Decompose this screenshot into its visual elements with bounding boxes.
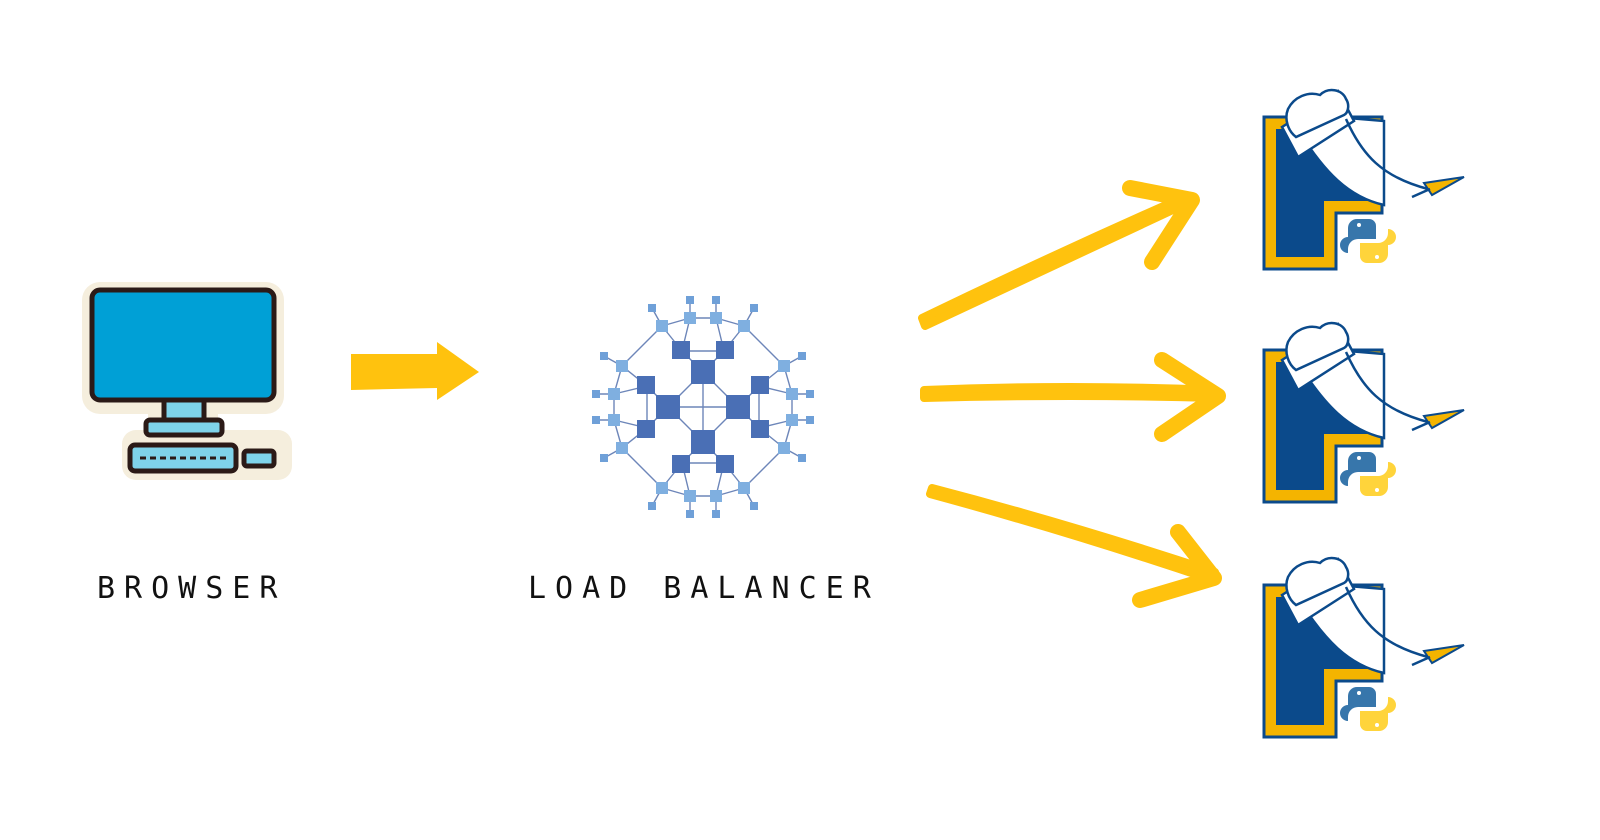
python-logo-icon [1340, 452, 1396, 496]
python-flask-server-icon [1262, 556, 1465, 739]
load-balancer-node [592, 296, 814, 518]
browser-node [78, 280, 292, 485]
python-flask-server-icon [1262, 88, 1465, 271]
python-logo-icon [1340, 687, 1396, 731]
network-mesh-icon [592, 296, 814, 518]
python-flask-server-icon [1262, 321, 1465, 504]
arrow-to-server-3 [926, 484, 1222, 608]
arrow-to-server-1 [918, 180, 1200, 330]
server-node-1 [1252, 85, 1472, 275]
arrow-browser-to-load-balancer [351, 342, 479, 400]
desktop-computer-icon [82, 282, 292, 480]
load-balancer-label: LOAD BALANCER [528, 571, 880, 606]
server-node-2 [1252, 318, 1472, 508]
browser-label: BROWSER [97, 571, 287, 606]
python-logo-icon [1340, 219, 1396, 263]
arrow-to-server-2 [920, 352, 1226, 442]
server-node-3 [1252, 553, 1472, 743]
